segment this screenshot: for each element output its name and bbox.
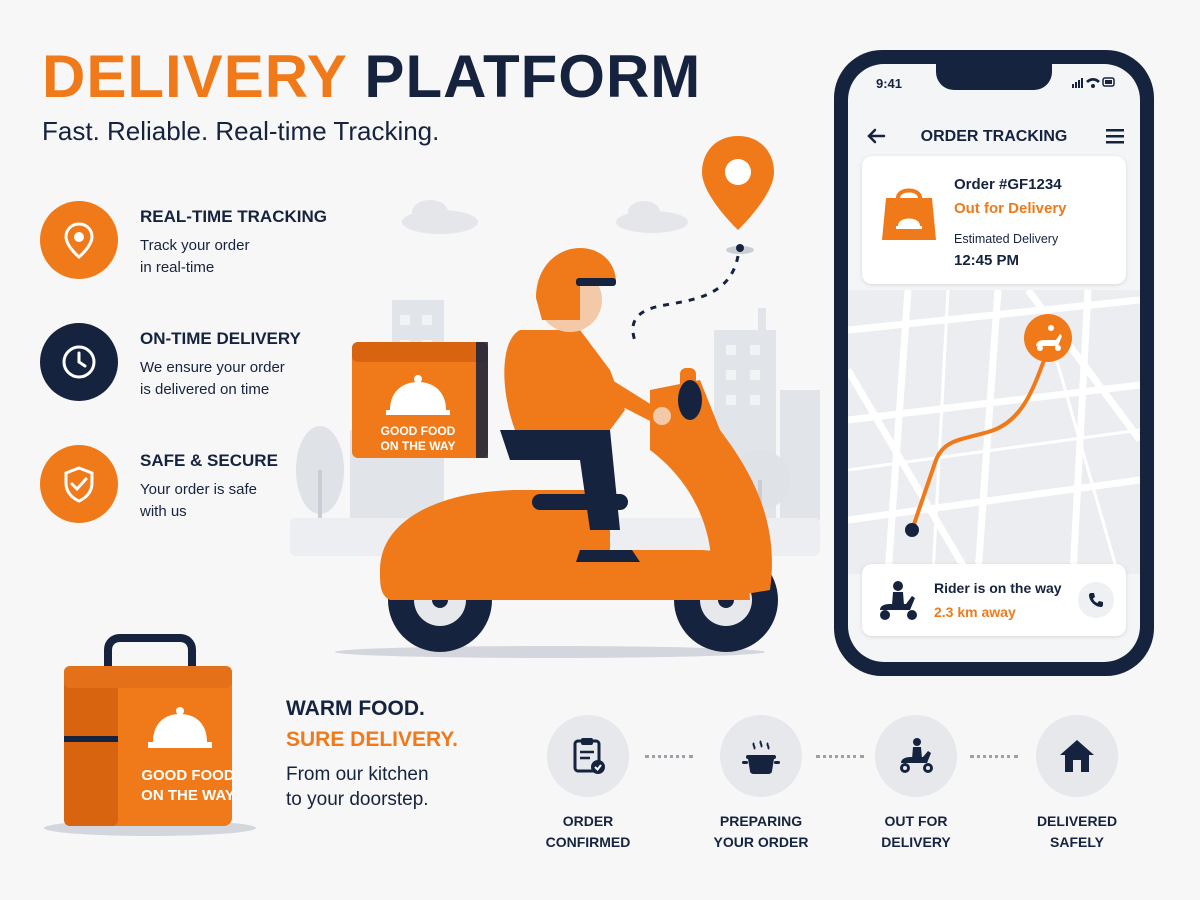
scooter-box-label-line1: GOOD FOOD [381,424,456,438]
route-dashed-line [631,255,740,345]
step-label: OUT FOR DELIVERY [841,811,991,853]
page-title: DELIVERY PLATFORM [42,42,701,111]
phone-topbar: ORDER TRACKING [848,118,1140,158]
step-label-line: PREPARING [719,813,803,829]
scooter-rider-icon [880,581,917,620]
step-label-line: DELIVERY [881,834,951,850]
step-label-line: OUT FOR [884,813,948,829]
step-order-confirmed: ORDER CONFIRMED [513,715,663,853]
feature-icon-circle [40,323,118,401]
tagline-desc-line: to your doorstep. [286,789,429,810]
feature-desc-line: with us [140,503,187,520]
order-card[interactable]: Order #GF1234 Out for Delivery Estimated… [862,156,1126,284]
clipboard-check-icon [573,738,605,774]
scooter-box-label-line2: ON THE WAY [381,439,456,453]
cooking-pot-icon [742,740,780,774]
order-status: Out for Delivery [954,200,1067,217]
shield-check-icon [64,466,94,503]
signal-wifi-battery-icon [1072,77,1115,88]
tagline-sure-delivery: SURE DELIVERY. [286,728,458,751]
step-label-line: SAFELY [1050,834,1104,850]
feature-ontime-delivery: ON-TIME DELIVERY We ensure your order is… [40,323,340,407]
title-part-delivery: DELIVERY [42,43,347,110]
rider-distance: 2.3 km away [934,604,1016,620]
location-pin-icon [64,222,94,259]
bag-label-line1: GOOD FOOD [141,767,235,784]
step-label-line: YOUR ORDER [713,834,809,850]
rider-status-text: Rider is on the way [934,580,1062,596]
step-label-line: CONFIRMED [545,834,631,850]
page-subtitle: Fast. Reliable. Real-time Tracking. [42,116,440,146]
feature-icon-circle [40,445,118,523]
step-icon-circle [547,715,629,797]
status-bar-icons [1072,76,1116,91]
hamburger-menu-icon[interactable] [1104,126,1126,146]
phone-mockup: 9:41 ORDER TRACKING [834,50,1154,676]
shopping-bag-icon [882,188,936,240]
status-bar-time: 9:41 [876,76,903,91]
feature-icon-circle [40,201,118,279]
phone-notch [936,64,1052,90]
call-rider-button[interactable] [1078,582,1114,618]
feature-title: SAFE & SECURE [140,451,278,470]
rider-status-card[interactable]: Rider is on the way 2.3 km away [862,564,1126,636]
step-label: PREPARING YOUR ORDER [686,811,836,853]
tagline-block: WARM FOOD. SURE DELIVERY. From our kitch… [286,697,486,812]
tagline-warm-food: WARM FOOD. [286,697,425,720]
tracking-map[interactable] [848,290,1140,574]
scooter-delivery-illustration: GOOD FOOD ON THE WAY [290,136,820,658]
feature-desc-line: Track your order [140,237,250,254]
feature-desc-line: We ensure your order [140,359,285,376]
feature-desc-line: in real-time [140,259,215,276]
feature-description: Your order is safe with us [140,479,340,523]
feature-desc-line: Your order is safe [140,481,258,498]
bag-label-line2: ON THE WAY [141,787,235,804]
step-connector [645,755,693,762]
step-out-for-delivery: OUT FOR DELIVERY [841,715,991,853]
phone-call-icon [1089,593,1103,607]
rider-location-marker [1024,314,1072,362]
feature-safe-secure: SAFE & SECURE Your order is safe with us [40,445,340,529]
clock-icon [62,345,96,379]
tagline-desc-line: From our kitchen [286,764,429,785]
step-icon-circle [875,715,957,797]
back-arrow-icon[interactable] [864,124,888,148]
screen-title: ORDER TRACKING [920,128,1068,145]
estimated-delivery-time: 12:45 PM [954,252,1020,269]
feature-desc-line: is delivered on time [140,381,270,398]
step-delivered-safely: DELIVERED SAFELY [1002,715,1152,853]
delivery-bag-illustration: GOOD FOOD ON THE WAY [44,634,256,836]
estimated-delivery-label: Estimated Delivery [954,232,1059,246]
step-label: DELIVERED SAFELY [1002,811,1152,853]
scooter-rider-icon [900,738,933,773]
route-line [910,349,1050,531]
start-point [905,523,919,537]
step-label: ORDER CONFIRMED [513,811,663,853]
cloud-icon [402,200,688,234]
title-part-platform: PLATFORM [364,43,702,110]
feature-description: We ensure your order is delivered on tim… [140,357,340,401]
feature-title: REAL-TIME TRACKING [140,207,327,226]
step-icon-circle [720,715,802,797]
feature-realtime-tracking: REAL-TIME TRACKING Track your order in r… [40,201,340,285]
step-icon-circle [1036,715,1118,797]
step-connector [970,755,1018,762]
step-connector [816,755,864,762]
location-pin-icon [702,136,774,254]
order-id: Order #GF1234 [954,176,1062,193]
step-label-line: ORDER [562,813,614,829]
feature-description: Track your order in real-time [140,235,340,279]
feature-title: ON-TIME DELIVERY [140,329,301,348]
step-label-line: DELIVERED [1036,813,1118,829]
step-preparing-order: PREPARING YOUR ORDER [686,715,836,853]
phone-screen: 9:41 ORDER TRACKING [848,64,1140,662]
house-icon [1060,740,1094,772]
tagline-description: From our kitchen to your doorstep. [286,762,486,812]
